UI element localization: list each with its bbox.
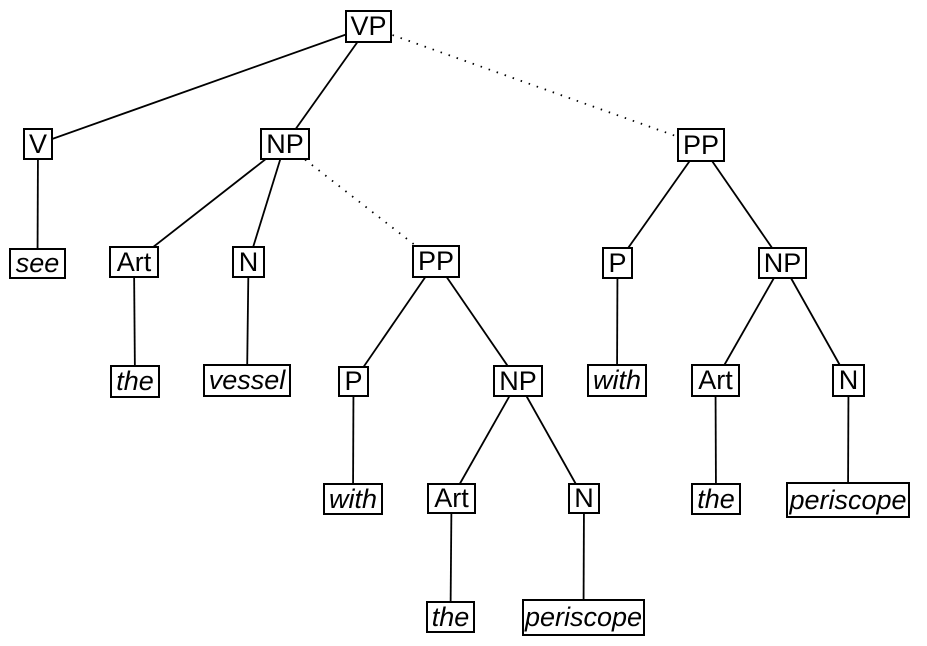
- edge-n2-periscope2: [847, 380, 850, 501]
- tree-node-label: Art: [698, 365, 733, 395]
- tree-node-label: the: [431, 601, 470, 632]
- tree-node-label: Art: [434, 483, 469, 513]
- edge-np1-art1: [133, 143, 286, 263]
- edge-v-see: [36, 143, 39, 264]
- edge-vp-v: [37, 25, 369, 145]
- tree-node-p2: P: [602, 247, 633, 279]
- tree-node-np3: NP: [493, 365, 543, 397]
- tree-node-vp: VP: [345, 10, 392, 43]
- tree-node-label: N: [838, 365, 859, 395]
- edge-np1-n1: [247, 143, 286, 263]
- tree-node-np2: NP: [758, 247, 807, 279]
- tree-node-label: VP: [350, 11, 387, 41]
- edge-np1-pp1: [284, 143, 437, 263]
- tree-node-the2: the: [691, 483, 741, 515]
- tree-node-see: see: [9, 248, 66, 279]
- tree-node-label: NP: [763, 247, 802, 278]
- edge-np2-n2: [781, 262, 850, 381]
- tree-node-label: PP: [417, 246, 455, 276]
- tree-node-label: with: [328, 483, 377, 514]
- edge-np2-art2: [714, 262, 784, 381]
- tree-node-label: with: [592, 365, 641, 395]
- edge-art2-the2: [714, 380, 717, 500]
- tree-node-label: V: [28, 128, 47, 159]
- tree-node-n1: N: [232, 246, 265, 278]
- tree-node-label: NP: [266, 128, 304, 159]
- edge-n3-periscope1: [582, 498, 585, 618]
- edge-pp2-np2: [700, 144, 784, 264]
- tree-node-label: see: [15, 248, 60, 278]
- edge-p1-with1: [352, 381, 355, 500]
- edge-art1-the1: [133, 261, 136, 382]
- tree-node-label: P: [608, 247, 627, 278]
- tree-node-label: Art: [116, 246, 152, 277]
- tree-node-art2: Art: [691, 364, 740, 397]
- edge-pp1-p1: [352, 260, 437, 383]
- tree-node-label: periscope: [524, 602, 643, 632]
- tree-node-vessel: vessel: [203, 364, 291, 397]
- edge-np3-n3: [517, 380, 585, 499]
- tree-node-pp1: PP: [412, 245, 460, 278]
- tree-node-label: PP: [682, 129, 720, 160]
- edge-pp1-np3: [435, 260, 519, 382]
- tree-node-label: vessel: [208, 365, 286, 395]
- tree-node-periscope2: periscope: [786, 482, 910, 518]
- tree-node-pp2: PP: [677, 128, 725, 162]
- tree-node-np1: NP: [260, 128, 310, 160]
- tree-node-label: periscope: [789, 484, 907, 515]
- edge-n1-vessel: [246, 261, 250, 381]
- tree-node-label: NP: [499, 365, 537, 396]
- tree-node-label: P: [344, 366, 363, 396]
- tree-node-n2: N: [832, 364, 865, 397]
- tree-node-the3: the: [426, 601, 475, 633]
- edge-vp-np1: [284, 25, 370, 145]
- tree-node-label: N: [574, 483, 594, 513]
- tree-node-periscope1: periscope: [522, 599, 645, 636]
- tree-node-label: N: [238, 246, 259, 277]
- edge-art3-the3: [449, 498, 453, 618]
- tree-node-with1: with: [323, 483, 383, 515]
- tree-node-art3: Art: [427, 483, 476, 514]
- tree-node-label: the: [116, 366, 154, 396]
- edge-p2-with2: [616, 262, 619, 381]
- tree-node-p1: P: [338, 366, 369, 397]
- tree-node-label: the: [697, 483, 735, 514]
- tree-node-the1: the: [110, 365, 160, 398]
- edge-np3-art3: [450, 380, 519, 499]
- edge-vp-pp2: [368, 25, 702, 146]
- tree-node-art1: Art: [109, 246, 159, 278]
- tree-node-with2: with: [587, 364, 647, 397]
- edge-pp2-p2: [616, 144, 702, 264]
- tree-node-n3: N: [568, 483, 600, 514]
- tree-node-v: V: [23, 128, 53, 160]
